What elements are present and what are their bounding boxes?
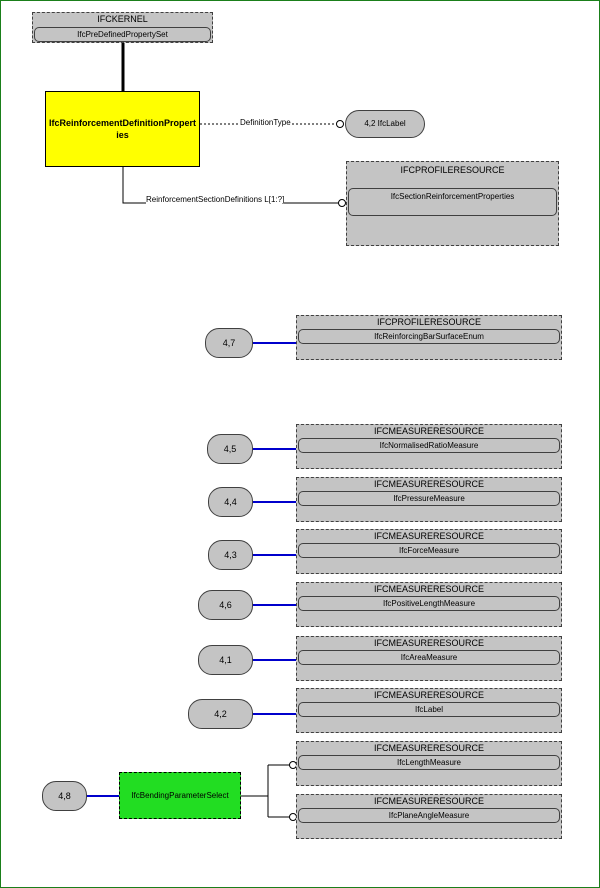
entity-label: IfcPlaneAngleMeasure: [298, 808, 560, 823]
type-reference-box[interactable]: IFCMEASURERESOURCE IfcLabel: [296, 688, 562, 733]
type-reference-box[interactable]: IFCMEASURERESOURCE IfcAreaMeasure: [296, 636, 562, 681]
schema-label: IFCPROFILERESOURCE: [400, 165, 505, 175]
entity-label: IfcLabel: [298, 702, 560, 717]
page-ref-pill-4-6[interactable]: 4,6: [198, 590, 253, 620]
entity-label: IfcSectionReinforcementProperties: [348, 188, 557, 216]
schema-label: IFCMEASURERESOURCE: [373, 690, 484, 700]
main-entity-label: IfcReinforcementDefinitionProperties: [49, 118, 197, 140]
page-ref-pill-4-1[interactable]: 4,1: [198, 645, 253, 675]
supertype-reference-box[interactable]: IFCKERNEL IfcPreDefinedPropertySet: [32, 12, 213, 43]
main-entity-box[interactable]: IfcReinforcementDefinitionProperties: [45, 91, 200, 167]
type-reference-box[interactable]: IFCMEASURERESOURCE IfcForceMeasure: [296, 529, 562, 574]
select-type-label: IfcBendingParameterSelect: [131, 791, 229, 800]
schema-label: IFCPROFILERESOURCE: [376, 317, 481, 327]
select-option-box[interactable]: IFCMEASURERESOURCE IfcPlaneAngleMeasure: [296, 794, 562, 839]
entity-label: IfcLengthMeasure: [298, 755, 560, 770]
schema-label: IFCMEASURERESOURCE: [373, 796, 484, 806]
page-ref-pill-4-7[interactable]: 4,7: [205, 328, 253, 358]
entity-label: IfcForceMeasure: [298, 543, 560, 558]
section-definitions-end-circle: [338, 199, 346, 207]
section-definitions-label: ReinforcementSectionDefinitions L[1:?]: [146, 195, 285, 205]
select-option-box[interactable]: IFCMEASURERESOURCE IfcLengthMeasure: [296, 741, 562, 786]
type-reference-box[interactable]: IFCMEASURERESOURCE IfcPositiveLengthMeas…: [296, 582, 562, 627]
page-ref-pill-4-8[interactable]: 4,8: [42, 781, 87, 811]
entity-label: IfcNormalisedRatioMeasure: [298, 438, 560, 453]
schema-label: IFCMEASURERESOURCE: [373, 531, 484, 541]
page-ref-pill-4-4[interactable]: 4,4: [208, 487, 253, 517]
schema-label: IFCMEASURERESOURCE: [373, 584, 484, 594]
type-reference-box[interactable]: IFCMEASURERESOURCE IfcPressureMeasure: [296, 477, 562, 522]
entity-label: IfcReinforcingBarSurfaceEnum: [298, 329, 560, 344]
entity-label: IfcPositiveLengthMeasure: [298, 596, 560, 611]
schema-label: IFCMEASURERESOURCE: [373, 638, 484, 648]
page-ref-pill-4-2[interactable]: 4,2: [188, 699, 253, 729]
type-reference-box[interactable]: IFCMEASURERESOURCE IfcNormalisedRatioMea…: [296, 424, 562, 469]
page-ref-pill[interactable]: 4,2 IfcLabel: [345, 110, 425, 138]
entity-label: IfcPressureMeasure: [298, 491, 560, 506]
schema-label: IFCKERNEL: [97, 14, 148, 24]
entity-label: IfcAreaMeasure: [298, 650, 560, 665]
schema-label: IFCMEASURERESOURCE: [373, 743, 484, 753]
schema-label: IFCMEASURERESOURCE: [373, 426, 484, 436]
page-ref-pill-4-5[interactable]: 4,5: [207, 434, 253, 464]
entity-label: IfcPreDefinedPropertySet: [34, 27, 211, 42]
definition-type-label: DefinitionType: [240, 118, 291, 128]
type-reference-box[interactable]: IFCPROFILERESOURCE IfcReinforcingBarSurf…: [296, 315, 562, 360]
page-ref-pill-4-3[interactable]: 4,3: [208, 540, 253, 570]
select-type-box[interactable]: IfcBendingParameterSelect: [119, 772, 241, 819]
section-reference-box[interactable]: IFCPROFILERESOURCE IfcSectionReinforceme…: [346, 161, 559, 246]
schema-label: IFCMEASURERESOURCE: [373, 479, 484, 489]
definition-type-end-circle: [336, 120, 344, 128]
type-ref-links: [87, 342, 297, 797]
